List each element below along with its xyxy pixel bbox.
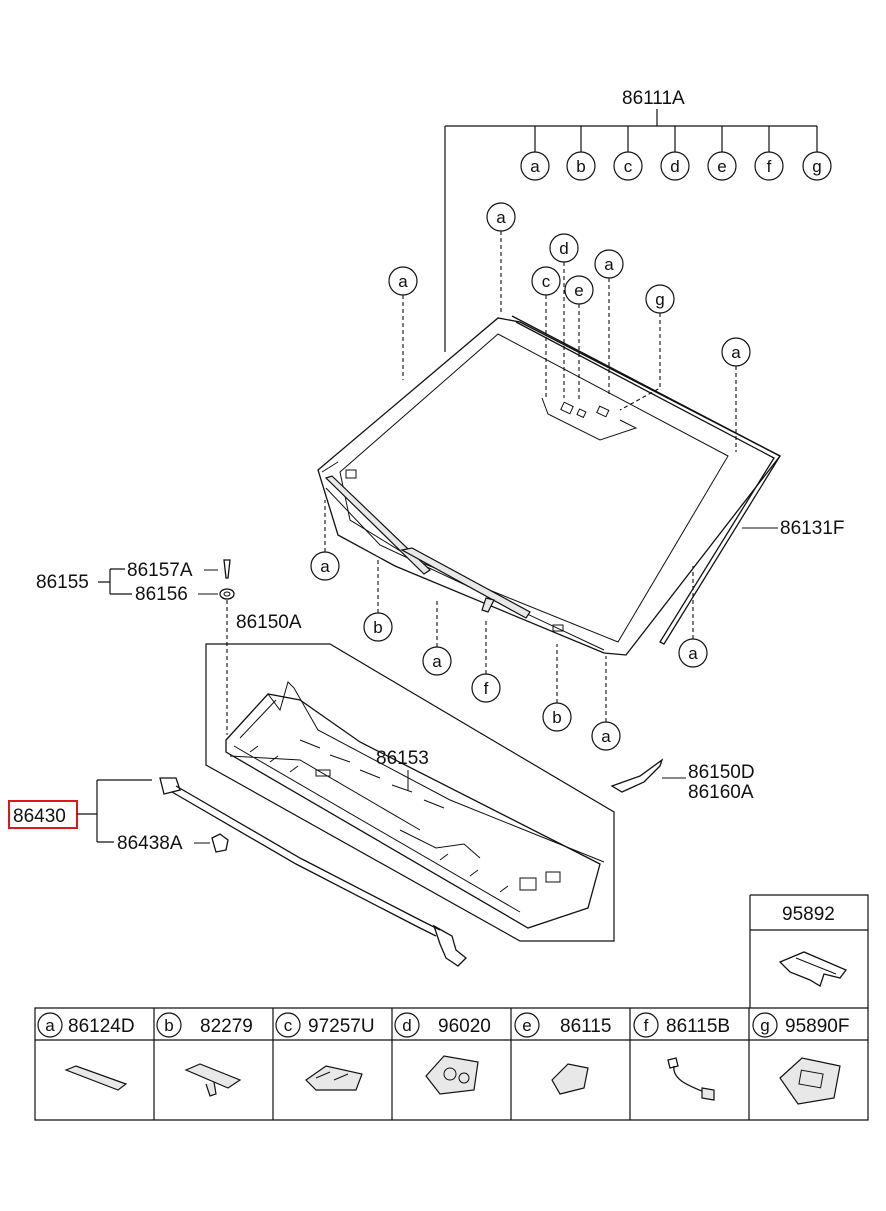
legend-part-number: 95890F [785, 1016, 849, 1037]
callout-letter-f: f [484, 679, 489, 698]
callout-letter-a: a [731, 343, 741, 362]
legend-cell-b[interactable]: b 82279 [156, 1012, 253, 1097]
leader-86155 [198, 569, 218, 595]
label-86153[interactable]: 86153 [376, 748, 429, 769]
label-86131F[interactable]: 86131F [780, 518, 844, 539]
label-86160A[interactable]: 86160A [688, 782, 754, 803]
callout-letter-d: d [559, 239, 568, 258]
bracket-86155 [98, 568, 132, 595]
part-image-86115B [667, 1057, 705, 1093]
legend-part-number: 96020 [438, 1016, 491, 1037]
legend-part-number: 86115 [560, 1016, 611, 1037]
bracket-part-86150D[interactable] [610, 758, 664, 793]
part-image-95890F [779, 1057, 841, 1105]
callout-letter-a: a [688, 644, 698, 663]
callout-letter-f: f [767, 157, 772, 176]
top-letter-row: a b c d e f g [520, 151, 832, 181]
part-image-97257U [305, 1065, 363, 1091]
label-95892[interactable]: 95892 [782, 904, 835, 925]
label-86157A[interactable]: 86157A [127, 560, 193, 581]
label-86111A[interactable]: 86111A [622, 88, 685, 109]
side-moulding-86131F[interactable] [511, 315, 781, 645]
legend-letter: f [644, 1016, 649, 1035]
callout-letter-c: c [542, 272, 551, 291]
legend-letter: e [522, 1016, 531, 1035]
callout-letter-a: a [530, 157, 540, 176]
cowl-panel-86150A[interactable] [225, 681, 605, 929]
callout-letter-a: a [432, 652, 442, 671]
label-86150D[interactable]: 86150D [688, 762, 755, 783]
legend-letter: d [402, 1016, 411, 1035]
callout-circle [707, 151, 737, 181]
callout-letter-d: d [670, 157, 679, 176]
part-image-96020 [425, 1055, 479, 1095]
bracket-86111A [444, 109, 818, 352]
legend-letter: g [760, 1016, 769, 1035]
label-86155[interactable]: 86155 [36, 572, 89, 593]
part-image-82279 [184, 1063, 242, 1097]
label-86430[interactable]: 86430 [13, 806, 66, 827]
label-86438A[interactable]: 86438A [117, 833, 183, 854]
callout-letter-g: g [812, 157, 821, 176]
callout-letter-b: b [552, 708, 561, 727]
clip-86438A[interactable] [211, 833, 229, 853]
bracket-86430 [77, 779, 152, 843]
grommet-86156[interactable] [219, 588, 235, 600]
legend-letter-circle [394, 1012, 420, 1038]
legend-cell-c[interactable]: c 97257U [275, 1012, 375, 1091]
callout-letter-a: a [320, 557, 330, 576]
legend-letter: a [45, 1016, 55, 1035]
washer-hose-86430[interactable] [159, 777, 467, 967]
callout-letter-b: b [576, 157, 585, 176]
legend-part-number: 97257U [308, 1016, 375, 1037]
windshield-glass[interactable] [317, 317, 781, 656]
callout-letter-g: g [655, 290, 664, 309]
callout-circle [566, 151, 596, 181]
callout-circle [754, 151, 784, 181]
legend-cell-e[interactable]: e 86115 [514, 1012, 611, 1095]
callout-letter-e: e [574, 281, 583, 300]
callout-letter-b: b [373, 618, 382, 637]
callout-letter-a: a [601, 727, 611, 746]
legend-letter-circle [156, 1012, 182, 1038]
legend-part-number: 82279 [200, 1016, 253, 1037]
legend-table [34, 1007, 869, 1121]
legend-letter: c [284, 1016, 293, 1035]
legend-cell-a[interactable]: a 86124D [37, 1012, 135, 1091]
label-86156[interactable]: 86156 [135, 584, 188, 605]
clip-86157A[interactable] [223, 559, 231, 579]
bracket-95892[interactable] [778, 951, 848, 987]
part-image-86115 [551, 1063, 589, 1095]
legend-part-number: 86115B [666, 1016, 730, 1037]
callout-circle [660, 151, 690, 181]
callout-letter-e: e [717, 157, 726, 176]
legend-letter-circle [275, 1012, 301, 1038]
callout-circle [802, 151, 832, 181]
legend-letter-circle [514, 1012, 540, 1038]
part-image-86124D [64, 1065, 128, 1091]
callout-letter-a: a [604, 255, 614, 274]
legend-letter: b [164, 1016, 173, 1035]
label-86150A[interactable]: 86150A [236, 612, 302, 633]
bracket-86150A [205, 643, 615, 942]
callout-letter-a: a [398, 272, 408, 291]
legend-cell-d[interactable]: d 96020 [394, 1012, 491, 1095]
legend-letter-circle [752, 1012, 778, 1038]
box-95892 [749, 894, 869, 1008]
legend-part-number: 86124D [68, 1016, 135, 1037]
callout-circle [613, 151, 643, 181]
glass-callouts: a a d c e a g a a b a f [310, 202, 751, 751]
callout-circle [520, 151, 550, 181]
callout-letter-c: c [624, 157, 633, 176]
legend-cell-g[interactable]: g 95890F [752, 1012, 849, 1105]
legend-letter-circle [37, 1012, 63, 1038]
legend-cell-f[interactable]: f 86115B [633, 1012, 730, 1101]
legend-letter-circle [633, 1012, 659, 1038]
callout-letter-a: a [496, 208, 506, 227]
